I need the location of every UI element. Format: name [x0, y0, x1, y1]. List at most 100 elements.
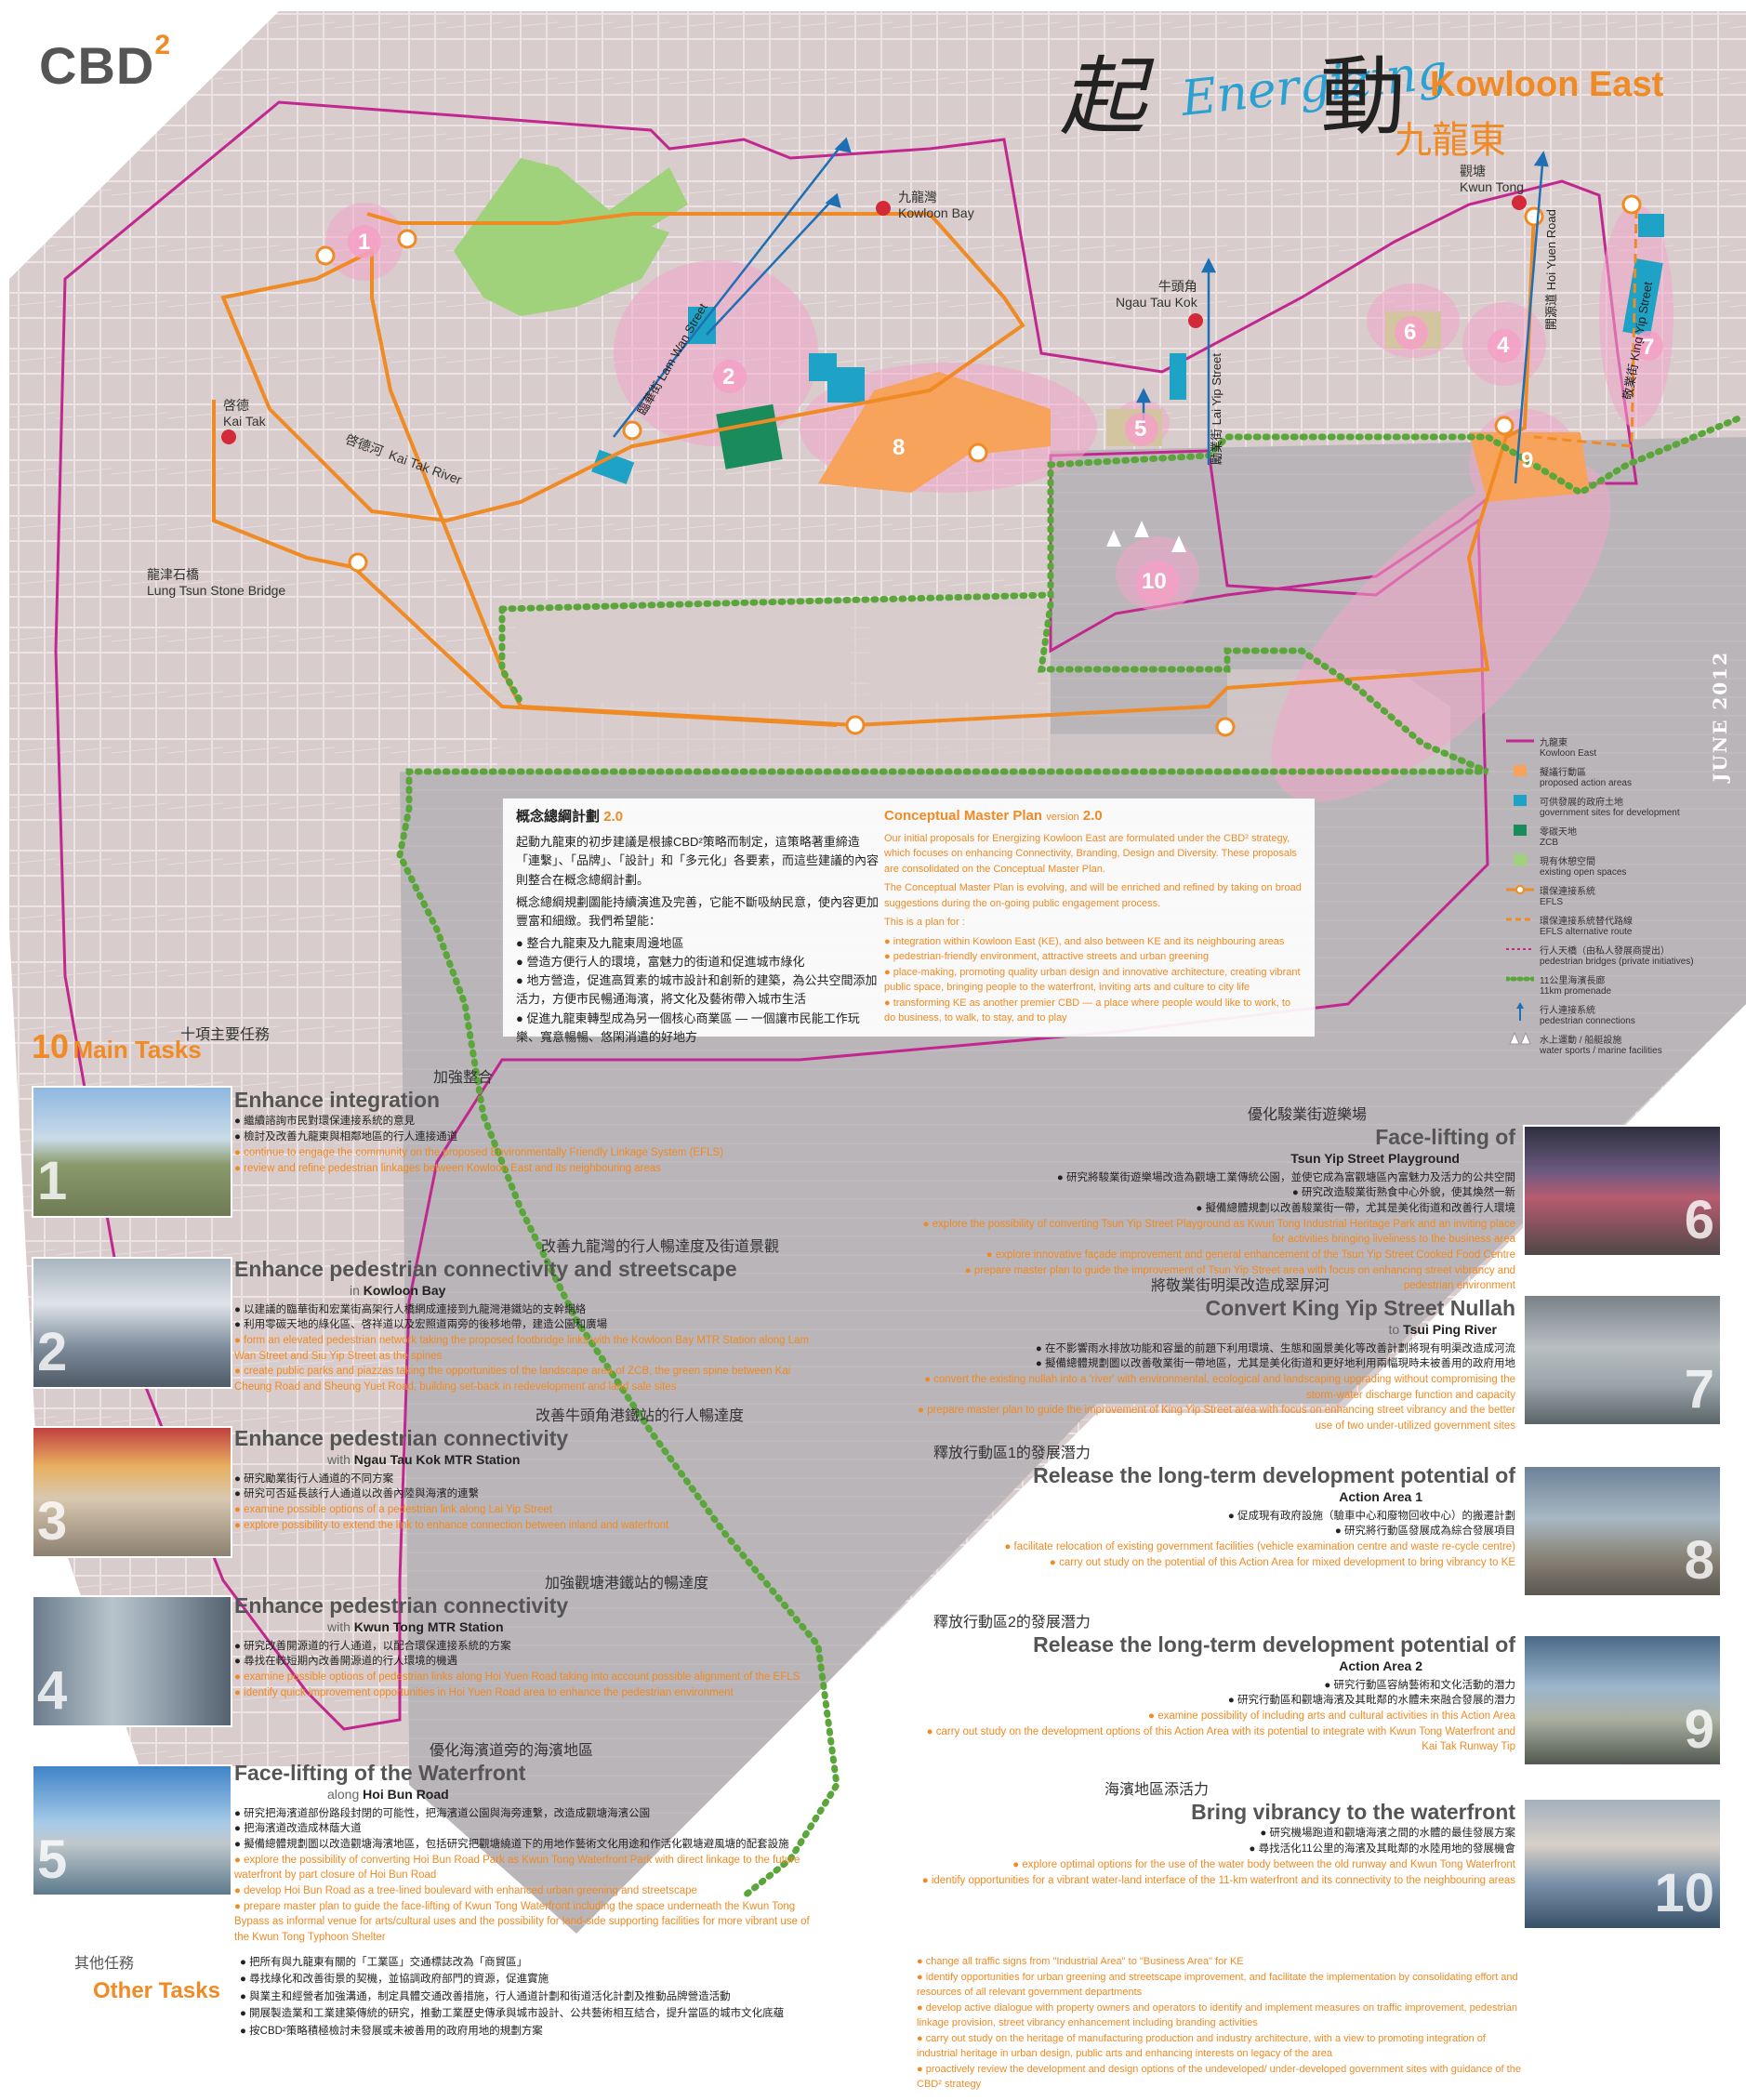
- task-4-cn-item: ● 尋找在較短期內改善開源道的行人環境的機遇: [234, 1656, 458, 1668]
- other-task-en-item: ● proactively review the development and…: [917, 2063, 1521, 2091]
- master-plan-en-intro2: The Conceptual Master Plan is evolving, …: [884, 882, 1302, 909]
- master-plan-en-intro: Our initial proposals for Energizing Kow…: [884, 832, 1297, 875]
- brand-title-cn-left: 起: [1060, 47, 1146, 147]
- task-3-cn-item: ● 研究可否延長該行人通道以改善內陸與海濱的連繫: [234, 1488, 480, 1500]
- task-10-en-item: ● explore optimal options for the use of…: [1012, 1858, 1515, 1870]
- other-task-en-item: ● carry out study on the heritage of man…: [917, 2032, 1486, 2060]
- task-9-cn-item: ● 研究行動區容納藝術和文化活動的潛力: [1324, 1679, 1515, 1691]
- master-plan-title-en: Conceptual Master Plan version 2.0: [884, 808, 1103, 824]
- task-3-photo: 3: [32, 1426, 232, 1558]
- task-7-title-en: Convert King Yip Street Nullah: [1205, 1296, 1515, 1321]
- task-1-en-item: ● continue to engage the community on th…: [234, 1146, 724, 1158]
- task-6-cn-item: ● 研究將駿業街遊樂場改造為觀塘工業傳統公園，並使它成為富觀塘區內富魅力及活力的…: [1056, 1171, 1515, 1183]
- task-4-en-item: ● identify quick improvement opportuniti…: [234, 1686, 734, 1698]
- task-9-en-item: ● carry out study on the development opt…: [926, 1725, 1515, 1753]
- mtr-station-markers: [221, 195, 1527, 444]
- task-9-cn-item: ● 研究行動區和觀塘海濱及其毗鄰的水體未來融合發展的潛力: [1227, 1695, 1515, 1707]
- main-tasks-number: 10: [32, 1027, 70, 1065]
- task-3-cn-item: ● 研究勵業街行人通道的不同方案: [234, 1473, 394, 1485]
- district-title-cn: 九龍東: [1395, 119, 1506, 162]
- efls-route-south: [212, 400, 838, 727]
- task-1-cn-item: ● 繼續諮詢市民對環保連接系統的意見: [234, 1116, 416, 1128]
- runway-platform: [497, 604, 1450, 772]
- zcb-site: [716, 403, 783, 469]
- task-9-photo: 9: [1523, 1634, 1722, 1766]
- promenade-11km: [396, 415, 1742, 1900]
- other-task-cn-item: ● 把所有與九龍東有關的「工業區」交通標誌改為「商貿區」: [240, 1957, 528, 1968]
- other-task-en-item: ● change all traffic signs from "Industr…: [917, 1956, 1244, 1967]
- task-6-title-en: Face-lifting of: [1375, 1125, 1515, 1150]
- task-2-photo: 2: [32, 1257, 232, 1389]
- task-4: 加強觀塘港鐵站的暢達度 Enhance pedestrian connectiv…: [234, 1573, 811, 1700]
- task-8-title-en: Release the long-term development potent…: [1033, 1463, 1515, 1488]
- task-8: 釋放行動區1的發展潛力 Release the long-term develo…: [911, 1443, 1515, 1570]
- task-8-photo: 8: [1523, 1465, 1722, 1597]
- other-task-cn-item: ● 尋找綠化和改善街景的契機，並協調政府部門的資源，促進實施: [240, 1974, 549, 1986]
- task-9-title-en: Release the long-term development potent…: [1033, 1632, 1515, 1658]
- street-label-lai-yip: 勵業街 Lai Yip Street: [1210, 353, 1224, 465]
- task-8-title-cn: 釋放行動區1的發展潛力: [933, 1446, 1091, 1461]
- task-8-en-item: ● carry out study on the potential of th…: [1049, 1556, 1515, 1568]
- master-plan-cn-point: ● 地方營造，促進高質素的城市設計和創新的建築，為公共空間添加活力，方便市民暢通…: [516, 973, 878, 1007]
- task-7-subtitle: Tsui Ping River: [1403, 1322, 1497, 1338]
- task-8-en-item: ● facilitate relocation of existing gove…: [1004, 1541, 1515, 1553]
- area-number-9: 9: [1521, 448, 1534, 473]
- master-plan-cn: 概念總綱計劃 2.0 起動九龍東的初步建議是根據CBD²策略而制定，這策略著重締…: [516, 806, 880, 1047]
- other-tasks-cn-list: ● 把所有與九龍東有關的「工業區」交通標誌改為「商貿區」 ● 尋找綠化和改善街景…: [240, 1954, 909, 2040]
- pedestrian-connections: [613, 137, 1549, 484]
- task-4-cn-item: ● 研究改善開源道的行人通道，以配合環保連接系統的方案: [234, 1640, 511, 1652]
- other-tasks-title-cn: 其他任務: [74, 1956, 135, 1972]
- master-plan-en-point: ● place-making, promoting quality urban …: [884, 966, 1301, 994]
- master-plan-cn-intro: 起動九龍東的初步建議是根據CBD²策略而制定，這策略著重締造「連繫」、「品牌」、…: [516, 835, 880, 887]
- main-tasks-title: Main Tasks: [73, 1036, 202, 1063]
- task-10-title-cn: 海濱地區添活力: [1104, 1782, 1210, 1798]
- master-plan-cn-point: ● 整合九龍東及九龍東周邊地區: [516, 935, 684, 950]
- task-6-subtitle: Tsun Yip Street Playground: [1290, 1151, 1460, 1167]
- task-1-title-cn: 加強整合: [433, 1070, 494, 1086]
- main-tasks-header: 10 Main Tasks 十項主要任務: [32, 1027, 270, 1066]
- task-8-cn-item: ● 研究將行動區發展成為綜合發展項目: [1334, 1525, 1515, 1538]
- task-5-en-item: ● prepare master plan to guide the face-…: [234, 1900, 810, 1944]
- area-number-circles: [348, 225, 1663, 605]
- task-4-en-item: ● examine possible options of pedestrian…: [234, 1671, 800, 1684]
- efls-alt-route: [1533, 208, 1638, 448]
- task-1: 加強整合 Enhance integration ● 繼續諮詢市民對環保連接系統…: [234, 1067, 811, 1176]
- other-task-en-item: ● develop active dialogue with property …: [917, 2001, 1518, 2029]
- master-plan-cn-point: ● 促進九龍東轉型成為另一個核心商業區 — 一個讓市民能工作玩樂、寬意暢暢、悠閑…: [516, 1010, 860, 1044]
- date-stamp: JUNE 2012: [1709, 651, 1731, 783]
- area-number-6: 6: [1404, 320, 1417, 345]
- other-task-cn-item: ● 按CBD²策略積極檢討未發展或未被善用的政府用地的規劃方案: [240, 2025, 543, 2037]
- task-4-subtitle: Kwun Tong MTR Station: [353, 1619, 504, 1635]
- task-5-title-en: Face-lifting of the Waterfront: [234, 1761, 526, 1786]
- task-6-en-item: ● explore innovative façade improvement …: [985, 1249, 1515, 1261]
- task-2: 改善九龍灣的行人暢達度及街道景觀 Enhance pedestrian conn…: [234, 1236, 811, 1395]
- task-6-cn-item: ● 研究改造駿業街熟食中心外貌，使其煥然一新: [1291, 1187, 1515, 1199]
- task-6-title-cn: 優化駿業街遊樂場: [1247, 1107, 1367, 1123]
- task-4-title-cn: 加強觀塘港鐵站的暢達度: [545, 1576, 709, 1592]
- task-3-en-item: ● examine possible options of a pedestri…: [234, 1504, 552, 1516]
- master-plan-en-intro3: This is a plan for :: [884, 917, 965, 928]
- task-10-cn-item: ● 研究機場跑道和觀塘海濱之間的水體的最佳發展方案: [1260, 1828, 1515, 1840]
- area-number-7: 7: [1642, 335, 1655, 360]
- task-2-cn-item: ● 以建議的臨華街和宏業街高架行人橋網成連接到九龍灣港鐵站的支幹網絡: [234, 1303, 587, 1315]
- cbd2-logo: CBD2: [39, 30, 172, 95]
- task-5: 優化海濱道旁的海濱地區 Face-lifting of the Waterfro…: [234, 1740, 811, 1946]
- legend-item: 行人天橋（由私人發展商提出）pedestrian bridges (privat…: [1506, 946, 1694, 967]
- task-3-en-item: ● explore possibility to extend the link…: [234, 1519, 669, 1531]
- task-4-title-en: Enhance pedestrian connectivity: [234, 1593, 569, 1618]
- area-number-10: 10: [1142, 569, 1167, 594]
- area-number-4: 4: [1497, 333, 1510, 358]
- master-plan-cn-point: ● 營造方便行人的環境，富魅力的街道和促進城市綠化: [516, 955, 805, 970]
- task-1-cn-item: ● 檢討及改善九龍東與相鄰地區的行人連接通道: [234, 1131, 458, 1143]
- task-10-en-item: ● identify opportunities for a vibrant w…: [921, 1874, 1515, 1886]
- task-2-en-item: ● form an elevated pedestrian network ta…: [234, 1335, 810, 1362]
- area-number-1: 1: [358, 230, 371, 255]
- task-1-photo: 1: [32, 1086, 232, 1218]
- task-5-cn-item: ● 研究把海濱道部份路段封閉的可能性，把海濱道公園與海旁連繫，改造成觀塘海濱公園: [234, 1807, 651, 1819]
